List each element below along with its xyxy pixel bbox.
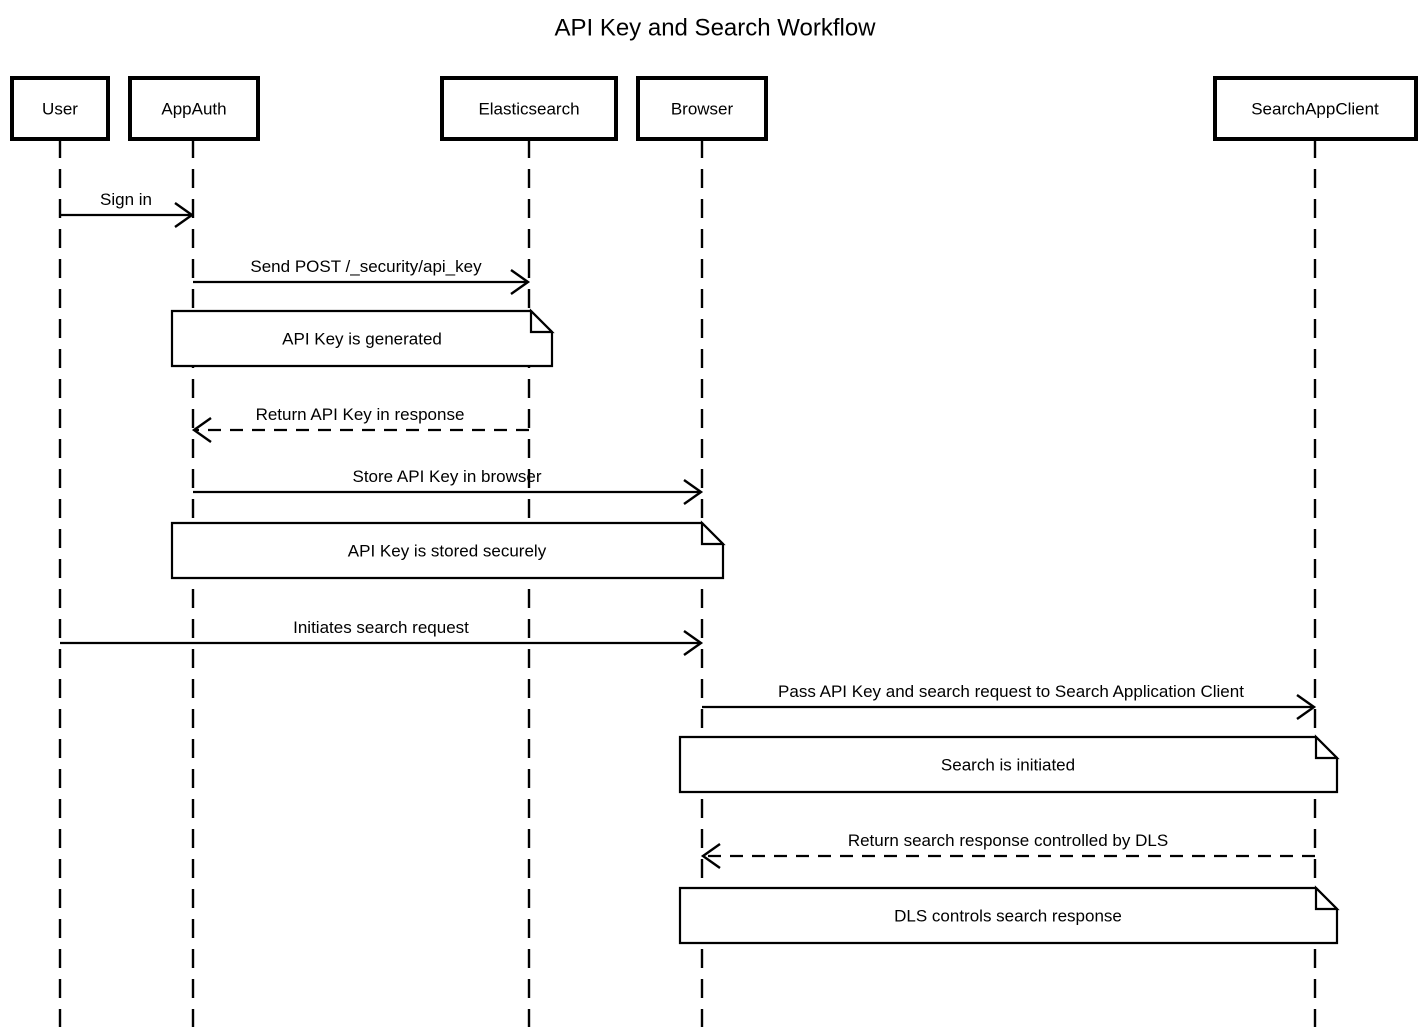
note-shape-api-key-generated xyxy=(170,309,554,368)
participant-user[interactable]: User xyxy=(10,76,110,141)
participant-box-user[interactable] xyxy=(10,76,110,141)
messages-group: Sign in Send POST /_security/api_key Ret… xyxy=(60,190,1317,869)
page-title: API Key and Search Workflow xyxy=(554,14,876,41)
participant-label-appauth: AppAuth xyxy=(161,99,226,118)
notes-group: API Key is generated API Key is stored s… xyxy=(170,308,1340,945)
participant-box-appauth[interactable] xyxy=(128,76,260,141)
message-return-search-response[interactable]: Return search response controlled by DLS xyxy=(700,831,1315,869)
message-label-initiates-search: Initiates search request xyxy=(293,618,469,637)
message-pass-api-key-search[interactable]: Pass API Key and search request to Searc… xyxy=(702,682,1317,720)
message-send-post-api-key[interactable]: Send POST /_security/api_key xyxy=(193,257,531,295)
note-fold-api-key-generated xyxy=(529,308,555,334)
note-fold-search-initiated xyxy=(1314,734,1340,760)
arrowhead-right-store-api-key xyxy=(683,479,704,505)
note-shape-api-key-stored-securely xyxy=(170,521,725,580)
note-fold-api-key-stored-securely xyxy=(700,520,726,546)
arrowhead-right-sign-in xyxy=(174,202,195,228)
participant-label-user: User xyxy=(42,99,78,118)
note-search-initiated[interactable]: Search is initiated xyxy=(678,734,1340,794)
participants-group: User AppAuth Elasticsearch Browser Searc… xyxy=(10,76,1418,141)
message-label-return-api-key: Return API Key in response xyxy=(256,405,465,424)
arrowhead-right-send-post-api-key xyxy=(510,269,531,295)
note-label-api-key-generated: API Key is generated xyxy=(282,329,442,348)
note-api-key-generated[interactable]: API Key is generated xyxy=(170,308,555,368)
participant-label-elasticsearch: Elasticsearch xyxy=(478,99,579,118)
note-api-key-stored-securely[interactable]: API Key is stored securely xyxy=(170,520,726,580)
message-label-pass-api-key-search: Pass API Key and search request to Searc… xyxy=(778,682,1244,701)
message-return-api-key[interactable]: Return API Key in response xyxy=(191,405,529,443)
note-dls-controls-search-response[interactable]: DLS controls search response xyxy=(678,885,1340,945)
participant-label-searchappclient: SearchAppClient xyxy=(1251,99,1379,118)
note-label-search-initiated: Search is initiated xyxy=(941,755,1075,774)
message-label-return-search-response: Return search response controlled by DLS xyxy=(848,831,1168,850)
participant-elasticsearch[interactable]: Elasticsearch xyxy=(440,76,618,141)
message-label-send-post-api-key: Send POST /_security/api_key xyxy=(250,257,482,276)
participant-box-elasticsearch[interactable] xyxy=(440,76,618,141)
participant-searchappclient[interactable]: SearchAppClient xyxy=(1213,76,1418,141)
participant-appauth[interactable]: AppAuth xyxy=(128,76,260,141)
note-shape-dls-controls-search-response xyxy=(678,886,1339,945)
arrowhead-left-return-search-response xyxy=(700,843,721,869)
participant-label-browser: Browser xyxy=(671,99,734,118)
participant-browser[interactable]: Browser xyxy=(636,76,768,141)
message-label-store-api-key: Store API Key in browser xyxy=(353,467,542,486)
arrowhead-right-initiates-search xyxy=(683,630,704,656)
message-initiates-search[interactable]: Initiates search request xyxy=(60,618,704,656)
message-sign-in[interactable]: Sign in xyxy=(60,190,195,228)
participant-box-browser[interactable] xyxy=(636,76,768,141)
arrowhead-left-return-api-key xyxy=(191,417,212,443)
note-shape-search-initiated xyxy=(678,735,1339,794)
note-label-api-key-stored-securely: API Key is stored securely xyxy=(348,541,547,560)
participant-box-searchappclient[interactable] xyxy=(1213,76,1418,141)
note-label-dls-controls-search-response: DLS controls search response xyxy=(894,906,1122,925)
arrowhead-right-pass-api-key-search xyxy=(1296,694,1317,720)
message-store-api-key[interactable]: Store API Key in browser xyxy=(193,467,704,505)
note-fold-dls-controls-search-response xyxy=(1314,885,1340,911)
message-label-sign-in: Sign in xyxy=(100,190,152,209)
